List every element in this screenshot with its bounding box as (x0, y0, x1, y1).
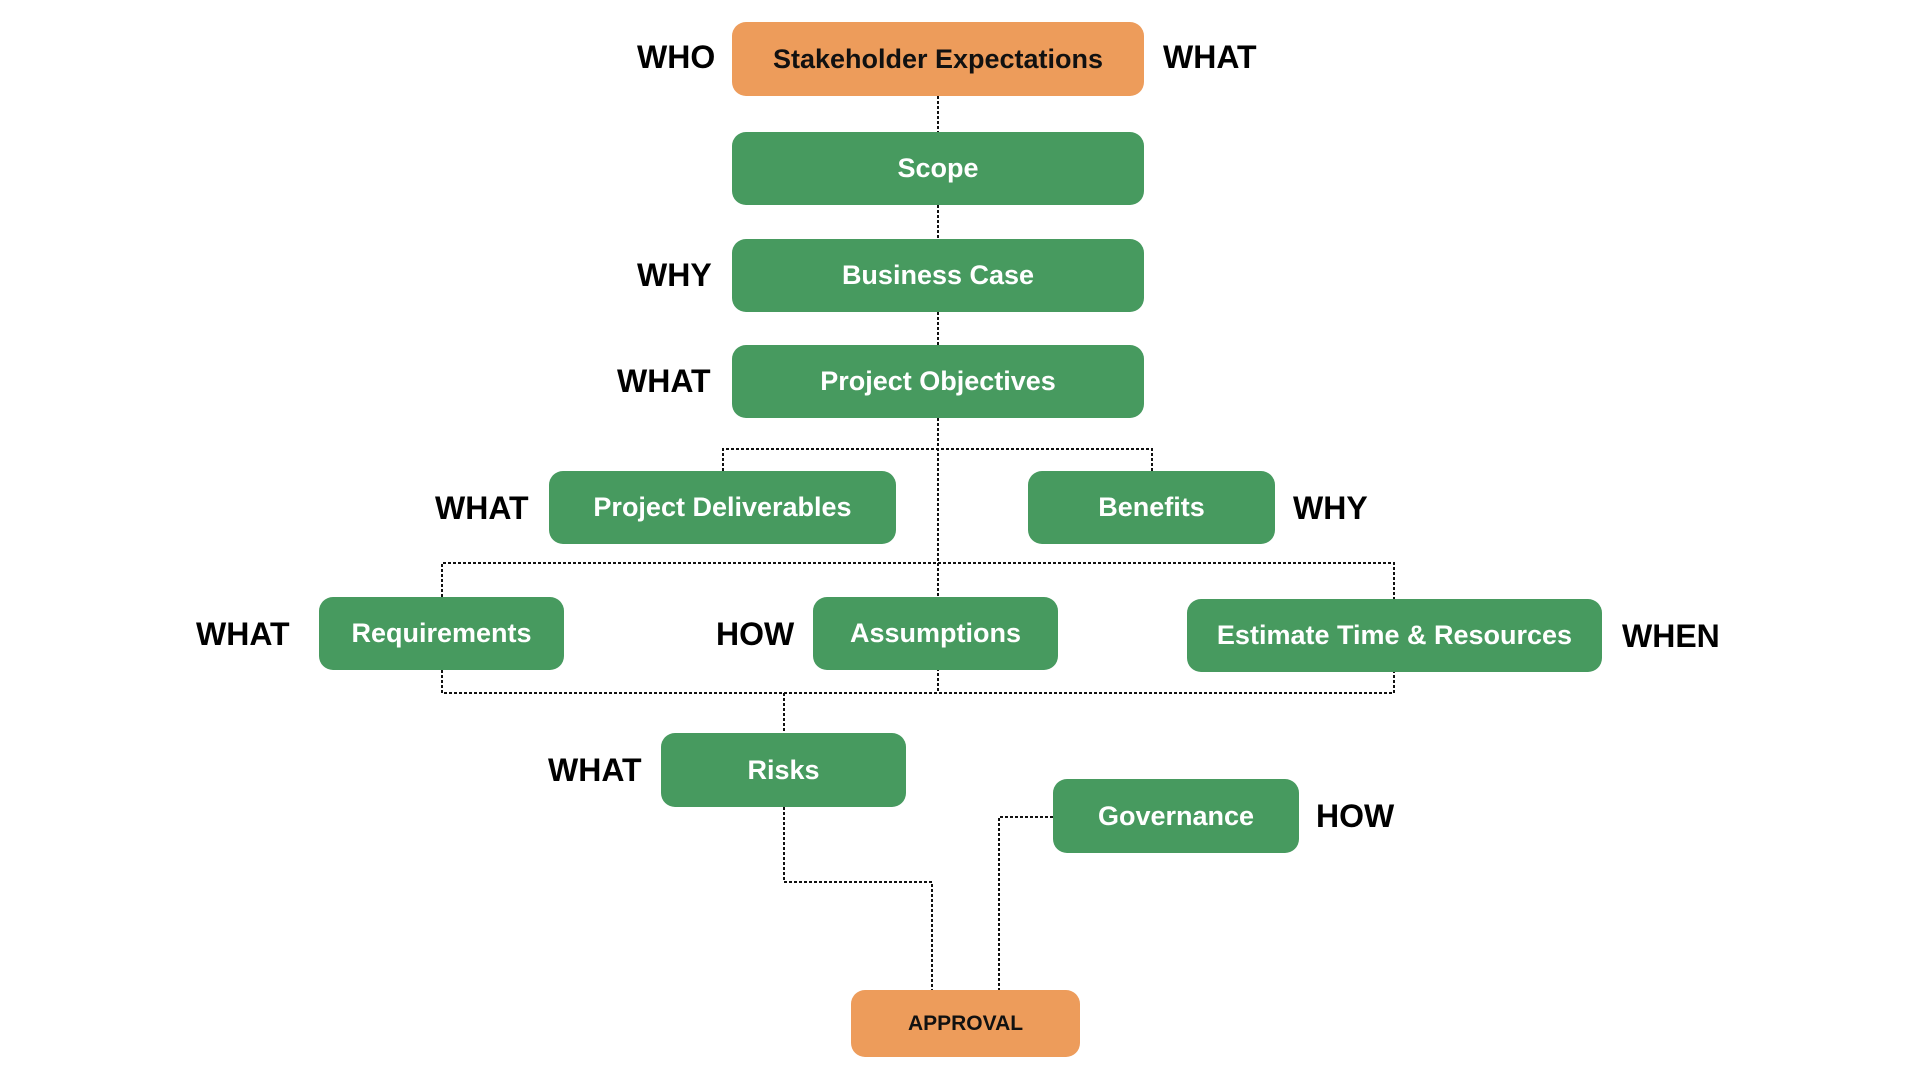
node-label: Stakeholder Expectations (772, 43, 1104, 74)
tag-how: HOW (1316, 798, 1395, 834)
node-project-deliverables[interactable]: Project Deliverables (549, 471, 896, 544)
node-label: Governance (1097, 800, 1255, 831)
node-estimate-time-resources[interactable]: Estimate Time & Resources (1187, 599, 1602, 672)
node-label: Project Deliverables (593, 492, 852, 522)
node-label: Project Objectives (820, 366, 1056, 396)
tag-why: WHY (637, 257, 712, 293)
node-requirements[interactable]: Requirements (319, 597, 564, 670)
tag-what: WHAT (435, 490, 529, 526)
node-approval[interactable]: APPROVAL (851, 990, 1080, 1057)
node-business-case[interactable]: Business Case (732, 239, 1144, 312)
node-label: APPROVAL (907, 1011, 1024, 1035)
tag-why: WHY (1293, 490, 1368, 526)
node-governance[interactable]: Governance (1053, 779, 1299, 853)
node-label: Requirements (351, 618, 532, 648)
tag-when: WHEN (1622, 618, 1720, 654)
node-scope[interactable]: Scope (732, 132, 1144, 205)
node-label: Business Case (841, 260, 1035, 290)
node-project-objectives[interactable]: Project Objectives (732, 345, 1144, 418)
connector-bracket-top-row3 (441, 562, 1395, 599)
node-label: Risks (747, 754, 820, 785)
tag-how: HOW (716, 616, 795, 652)
node-risks[interactable]: Risks (661, 733, 906, 807)
tag-who: WHO (637, 39, 716, 75)
connector-bracket-bottom-row3 (441, 670, 1395, 694)
tag-what: WHAT (1163, 39, 1257, 75)
tag-what: WHAT (196, 616, 290, 652)
connector-bracket-deliverables-benefits (722, 448, 1153, 471)
node-benefits[interactable]: Benefits (1028, 471, 1275, 544)
node-label: Scope (897, 153, 979, 183)
node-stakeholder-expectations[interactable]: Stakeholder Expectations (732, 22, 1144, 96)
node-label: Benefits (1098, 492, 1205, 522)
node-assumptions[interactable]: Assumptions (813, 597, 1058, 670)
tag-what: WHAT (617, 363, 711, 399)
tag-what: WHAT (548, 752, 642, 788)
node-label: Assumptions (849, 618, 1022, 648)
node-label: Estimate Time & Resources (1216, 620, 1573, 650)
connector-risks-approval (783, 807, 933, 990)
connector-governance-approval (998, 816, 1053, 990)
